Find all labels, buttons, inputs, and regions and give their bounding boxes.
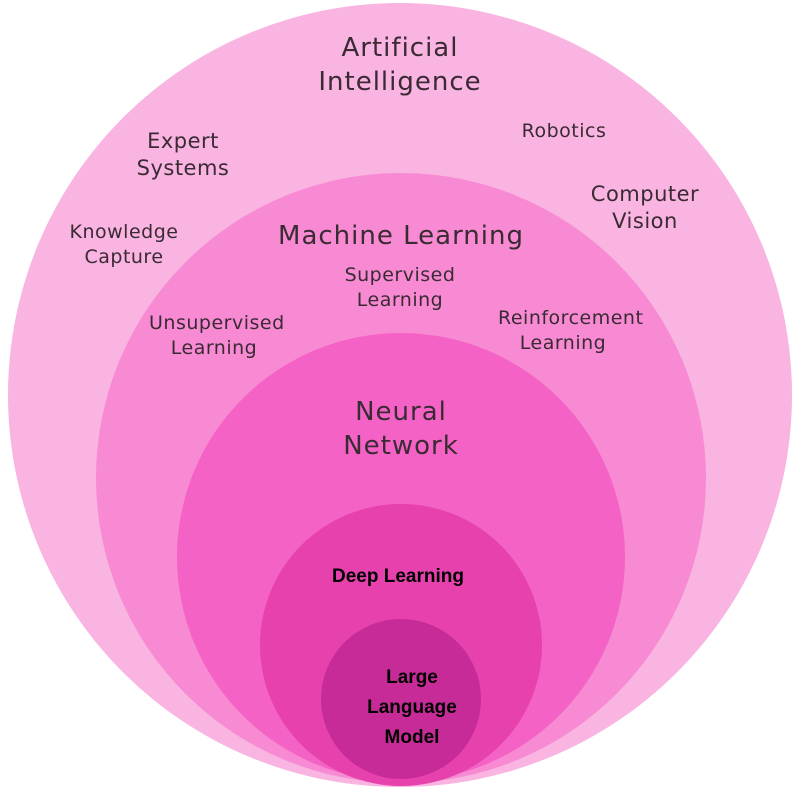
llm-circle [321,619,481,779]
label-robotics: Robotics [521,120,607,142]
label-deep-learning: Deep Learning [332,566,464,587]
label-computer-vision: Computer Vision [590,182,700,234]
label-ai: Artificial Intelligence [318,33,482,97]
label-unsupervised: Unsupervised Learning [149,312,285,359]
label-neural-network: Neural Network [343,397,459,461]
label-reinforcement: Reinforcement Learning [498,307,644,354]
label-knowledge-capture: Knowledge Capture [69,221,179,268]
label-machine-learning: Machine Learning [278,221,524,251]
label-expert-systems: Expert Systems [136,129,230,181]
label-llm: Large Language Model [367,667,457,748]
label-supervised: Supervised Learning [344,264,456,311]
